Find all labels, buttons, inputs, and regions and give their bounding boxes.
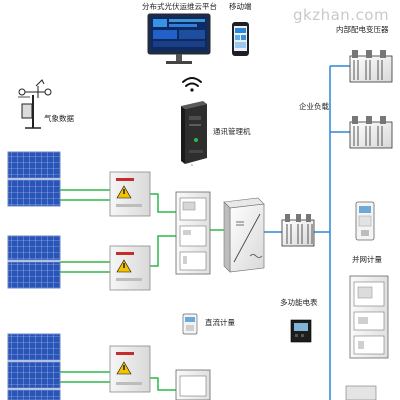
transformer-icon-upper [349,50,393,83]
bottom-right-device-icon [345,385,377,400]
dc-wires [60,189,224,391]
wifi-icon [182,77,202,92]
solar-panel-icon-row2 [7,235,61,289]
dc-wire-box1-cab [150,193,176,213]
combiner-box-icon-2 [109,245,151,291]
inverter-icon [223,197,265,273]
dc-meter-label: 直流计量 [205,318,235,327]
transformer-icon-load [349,116,393,149]
dc-meter-icon [182,313,198,335]
combiner-box-icon-1 [109,171,151,217]
monitor-icon [147,13,211,64]
multi-function-meter-icon [290,319,312,343]
ac-wires [264,65,350,400]
dc-distribution-cabinet-icon [175,191,211,275]
gateway-label: 通讯管理机 [213,127,251,136]
dc-cabinet-icon-lower [175,369,211,400]
mobile-label: 移动端 [229,2,252,11]
load-label: 企业负载 [299,102,329,111]
weather-label: 气象数据 [44,114,74,123]
grid-meter-label: 并网计量 [352,255,382,264]
watermark: gkzhan.com [293,6,390,24]
transformer-icon-grid [281,214,315,247]
dc-wire-box2-cab [150,235,176,267]
combiner-box-icon-3 [109,345,151,393]
weather-station-icon [18,79,52,129]
dc-wire-box3-cab [150,377,176,391]
grid-cabinet-icon [349,275,389,359]
multi-meter-label: 多功能电表 [280,298,318,307]
grid-meter-icon [355,201,375,241]
transformer-label: 内部配电变压器 [336,25,389,34]
solar-panel-icon-row3 [7,333,61,400]
solar-panel-icon-row1 [7,151,61,207]
phone-icon [232,22,249,56]
gateway-device-icon [181,101,207,164]
platform-label: 分布式光伏运维云平台 [142,2,217,11]
